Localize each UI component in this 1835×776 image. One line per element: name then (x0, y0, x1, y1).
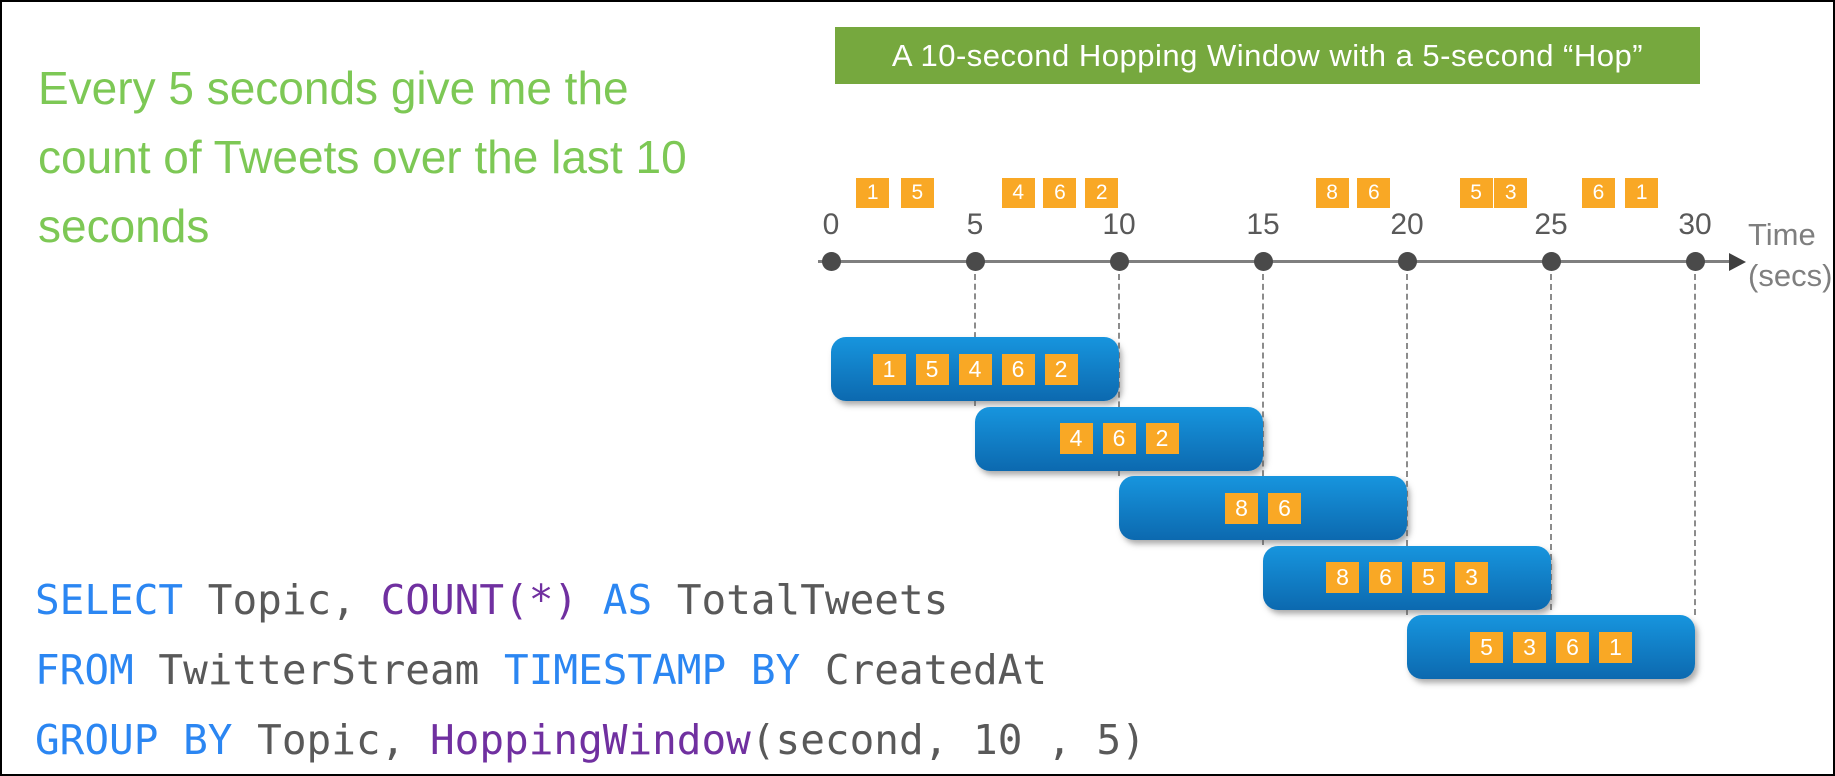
sql-token-function: COUNT(*) (380, 576, 579, 624)
tick-label-10: 10 (1102, 208, 1136, 241)
sql-line-1: SELECT Topic, COUNT(*) AS TotalTweets (35, 565, 1146, 635)
sql-line-3: GROUP BY Topic, HoppingWindow(second, 10… (35, 705, 1146, 774)
tick-dot-5 (965, 252, 985, 271)
event-box: 3 (1494, 178, 1528, 208)
window-event-box: 4 (958, 353, 992, 385)
sql-token-plain: Topic, (232, 716, 430, 764)
headline-line: Every 5 seconds give me the (38, 62, 629, 114)
event-box: 6 (1043, 178, 1077, 208)
window-event-box: 2 (1145, 423, 1179, 454)
window-event-box: 6 (1102, 423, 1136, 454)
time-label-line2: (secs) (1748, 258, 1833, 293)
dashed-guide-15 (1262, 274, 1264, 545)
sql-token-keyword: GROUP BY (35, 716, 233, 764)
sql-token-function: HoppingWindow (429, 716, 751, 764)
tick-dot-20 (1397, 252, 1417, 271)
event-box: 2 (1085, 178, 1119, 208)
time-label-line1: Time (1748, 217, 1816, 252)
title-banner-label: A 10-second Hopping Window with a 5-seco… (891, 37, 1644, 73)
window-event-box: 1 (1599, 631, 1632, 663)
tick-label-30: 30 (1678, 208, 1712, 241)
window-event-box: 6 (1268, 492, 1301, 524)
tick-dot-30 (1685, 252, 1705, 271)
window-event-box: 6 (1369, 562, 1402, 593)
sql-token-plain: (second, 10 , 5) (750, 716, 1146, 764)
sql-token-plain: TwitterStream (133, 646, 505, 694)
tick-dot-15 (1253, 252, 1273, 271)
dashed-guide-30 (1694, 274, 1696, 615)
window-event-box: 3 (1455, 562, 1488, 593)
event-box: 1 (1625, 178, 1659, 208)
dashed-guide-10 (1118, 274, 1120, 476)
window-event-box: 4 (1059, 423, 1093, 454)
tick-label-15: 15 (1246, 208, 1280, 241)
event-box: 8 (1315, 178, 1349, 208)
event-box: 4 (1001, 178, 1035, 208)
sql-token-plain (578, 576, 603, 624)
event-box: 6 (1582, 178, 1616, 208)
sql-token-plain: CreatedAt (800, 646, 1048, 694)
window-event-box: 5 (1412, 562, 1445, 593)
dashed-guide-25 (1550, 274, 1552, 610)
headline-line: seconds (38, 200, 210, 252)
sql-line-2: FROM TwitterStream TIMESTAMP BY CreatedA… (35, 635, 1146, 705)
sql-token-plain: TotalTweets (652, 576, 949, 624)
sql-token-keyword: FROM (35, 646, 134, 694)
title-banner: A 10-second Hopping Window with a 5-seco… (835, 27, 1700, 84)
window-event-box: 3 (1513, 631, 1546, 663)
sql-token-plain: Topic, (183, 576, 381, 624)
sql-token-keyword: AS (602, 576, 653, 624)
tick-label-25: 25 (1534, 208, 1568, 241)
window-event-box: 1 (872, 353, 906, 385)
time-axis-arrow-icon (1729, 253, 1746, 271)
window-event-box: 5 (915, 353, 949, 385)
window-event-box: 6 (1556, 631, 1589, 663)
time-axis-line (818, 260, 1731, 263)
tick-label-0: 0 (822, 208, 840, 241)
sql-token-keyword: SELECT (35, 576, 184, 624)
window-event-box: 8 (1326, 562, 1359, 593)
tick-label-20: 20 (1390, 208, 1424, 241)
event-box: 5 (1459, 178, 1493, 208)
event-box: 1 (856, 178, 890, 208)
tick-dot-25 (1541, 252, 1561, 271)
tick-label-5: 5 (966, 208, 984, 241)
window-event-box: 8 (1225, 492, 1258, 524)
headline-text: Every 5 seconds give me the count of Twee… (38, 54, 687, 261)
event-box: 5 (900, 178, 934, 208)
event-box: 6 (1357, 178, 1391, 208)
tick-dot-10 (1109, 252, 1129, 271)
headline-line: count of Tweets over the last 10 (38, 131, 687, 183)
window-event-box: 6 (1001, 353, 1035, 385)
time-axis-unit-label: Time (secs) (1748, 214, 1832, 296)
sql-token-keyword: TIMESTAMP BY (504, 646, 801, 694)
window-event-box: 5 (1470, 631, 1503, 663)
window-event-box: 2 (1044, 353, 1078, 385)
dashed-guide-20 (1406, 274, 1408, 615)
tick-dot-0 (821, 252, 841, 271)
